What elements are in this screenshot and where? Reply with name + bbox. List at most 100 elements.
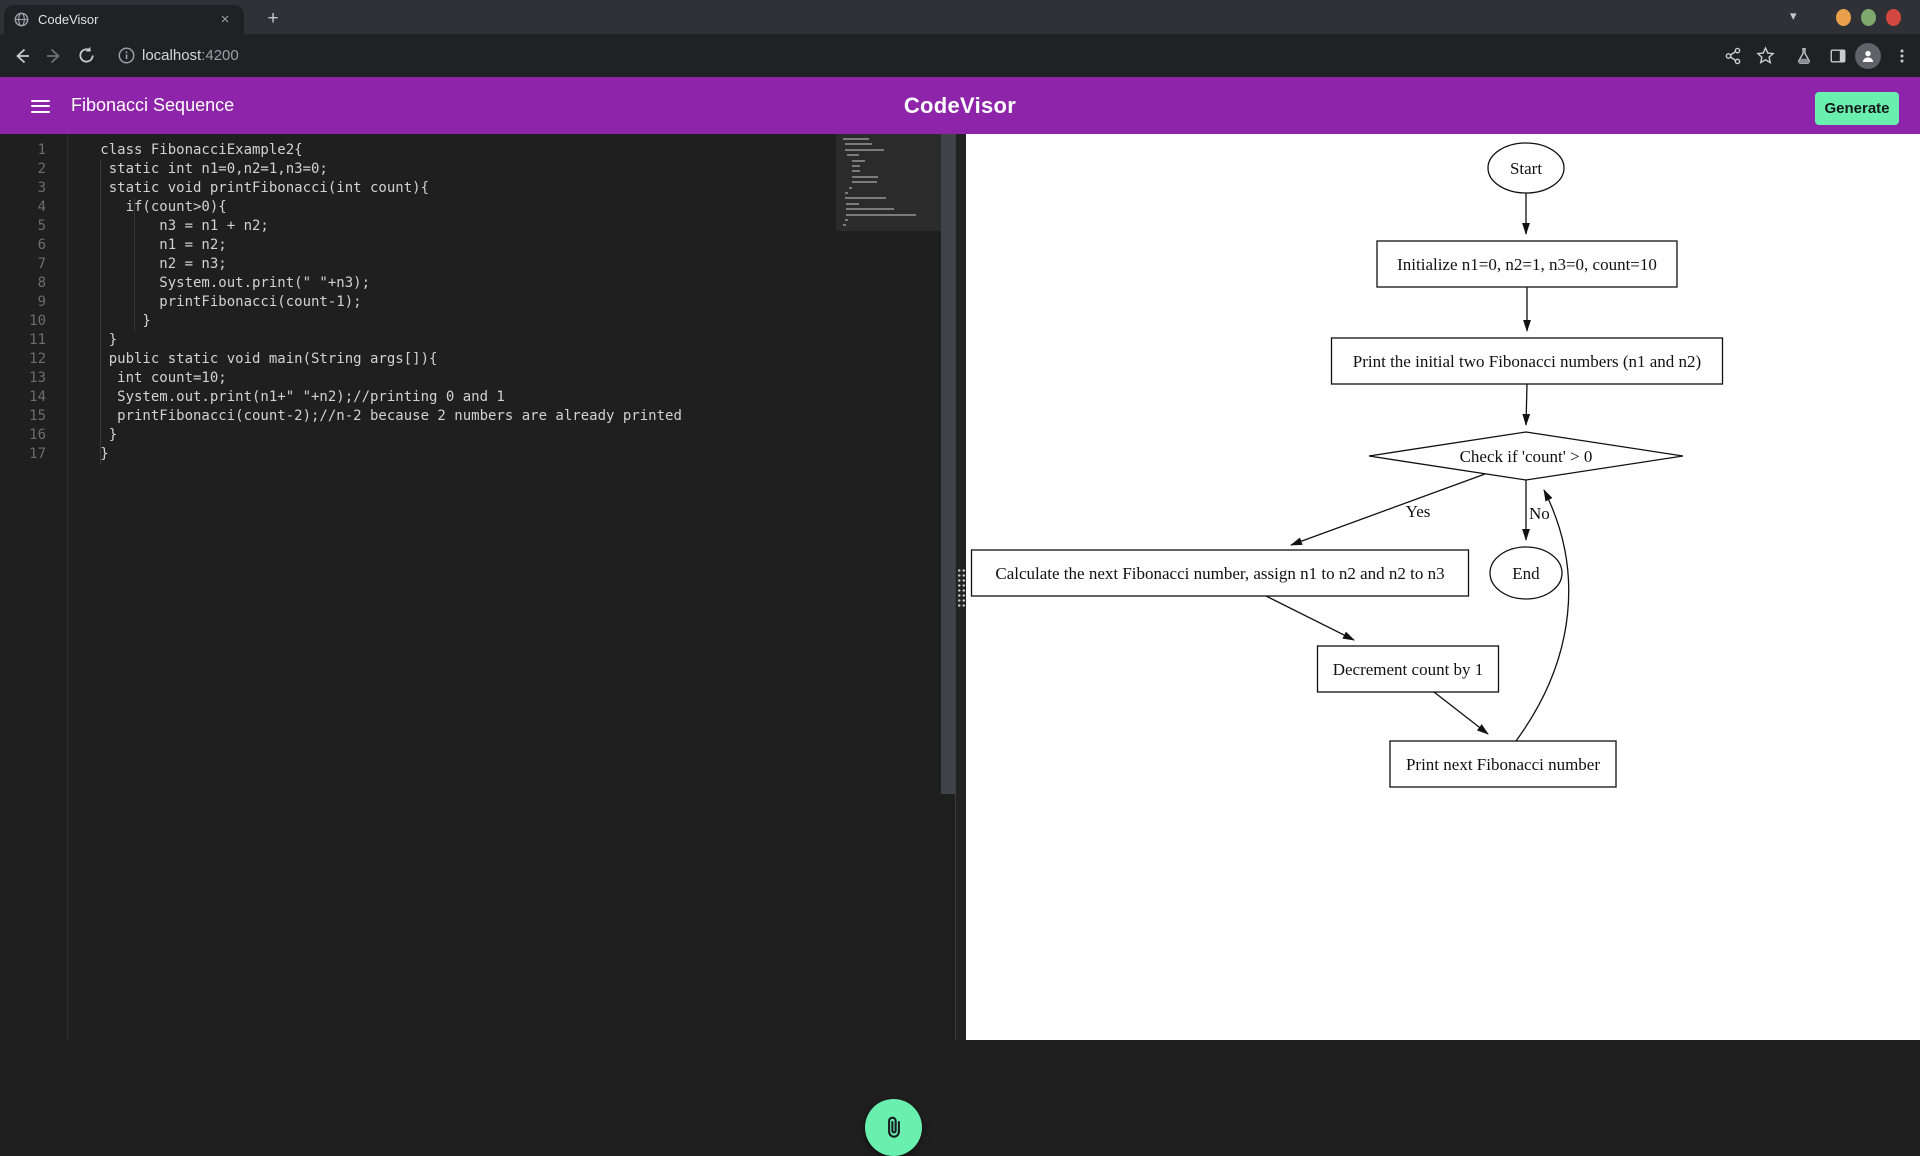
line-number: 6: [37, 237, 46, 253]
extension-flask-icon[interactable]: [1790, 34, 1818, 77]
flowchart-node-check: [1368, 431, 1684, 481]
code-line[interactable]: 13 int count=10;: [0, 369, 830, 388]
flowchart-node-label-printnext: Print next Fibonacci number: [1406, 755, 1600, 774]
code-line[interactable]: 6 n1 = n2;: [0, 236, 830, 255]
line-text: }: [75, 332, 118, 348]
line-number: 17: [29, 446, 46, 462]
code-line[interactable]: 16 }: [0, 426, 830, 445]
code-line[interactable]: 17 }: [0, 445, 830, 464]
site-info-icon[interactable]: [112, 34, 140, 77]
line-number: 15: [29, 408, 46, 424]
new-tab-button[interactable]: +: [267, 8, 279, 29]
url-host: localhost: [142, 47, 202, 64]
flowchart-node-init: [1376, 240, 1678, 288]
minimap-line: [845, 213, 917, 216]
flowchart-node-end: [1489, 546, 1563, 600]
minimap-line: [851, 181, 877, 184]
line-text: System.out.print(" "+n3);: [75, 275, 371, 291]
editor-scrollbar[interactable]: [941, 134, 955, 794]
pane-resize-handle[interactable]: [955, 134, 966, 1040]
minimap-line: [844, 148, 885, 151]
line-number: 5: [37, 218, 46, 234]
tab-search-chevron-icon[interactable]: ▾: [1790, 8, 1797, 23]
line-number: 13: [29, 370, 46, 386]
tab-close-icon[interactable]: ×: [220, 10, 230, 28]
line-number: 8: [37, 275, 46, 291]
line-number: 14: [29, 389, 46, 405]
flowchart-node-label-init: Initialize n1=0, n2=1, n3=0, count=10: [1397, 255, 1657, 274]
app-header: Fibonacci Sequence CodeVisor Generate: [0, 77, 1920, 134]
hamburger-menu-icon[interactable]: [31, 96, 50, 115]
line-text: }: [75, 313, 151, 329]
code-editor[interactable]: 1 class FibonacciExample2{2 static int n…: [0, 134, 955, 1156]
code-line[interactable]: 4 if(count>0){: [0, 198, 830, 217]
code-line[interactable]: 9 printFibonacci(count-1);: [0, 293, 830, 312]
back-button[interactable]: [8, 34, 36, 77]
flowchart-edge-printnext-check: [1515, 489, 1570, 742]
url-port: :4200: [201, 47, 239, 64]
forward-button[interactable]: [40, 34, 68, 77]
indent-guide: [134, 198, 135, 331]
share-icon[interactable]: [1719, 34, 1747, 77]
flowchart-edge-decrement-printnext: [1433, 691, 1489, 735]
minimap[interactable]: [836, 134, 941, 231]
code-line[interactable]: 15 printFibonacci(count-2);//n-2 because…: [0, 407, 830, 426]
line-number: 10: [29, 313, 46, 329]
window-maximize-button[interactable]: [1861, 9, 1876, 26]
line-number: 2: [37, 161, 46, 177]
code-line[interactable]: 1 class FibonacciExample2{: [0, 141, 830, 160]
line-number: 4: [37, 199, 46, 215]
flowchart-node-calc: [970, 549, 1470, 597]
generate-button[interactable]: Generate: [1815, 92, 1899, 125]
line-number: 3: [37, 180, 46, 196]
bookmark-star-icon[interactable]: [1751, 34, 1779, 77]
code-content[interactable]: 1 class FibonacciExample2{2 static int n…: [0, 141, 830, 464]
line-number: 16: [29, 427, 46, 443]
window-close-button[interactable]: [1886, 9, 1901, 26]
code-line[interactable]: 11 }: [0, 331, 830, 350]
line-text: n1 = n2;: [75, 237, 227, 253]
line-text: }: [75, 427, 118, 443]
minimap-line: [844, 143, 872, 146]
flowchart-node-label-check: Check if 'count' > 0: [1460, 447, 1593, 466]
minimap-line: [843, 138, 869, 140]
browser-tab[interactable]: CodeVisor ×: [4, 5, 244, 34]
code-line[interactable]: 2 static int n1=0,n2=1,n3=0;: [0, 160, 830, 179]
window-minimize-button[interactable]: [1836, 9, 1851, 26]
attach-file-button[interactable]: [865, 1099, 922, 1156]
side-panel-icon[interactable]: [1824, 34, 1852, 77]
reload-button[interactable]: [72, 34, 100, 77]
line-text: static void printFibonacci(int count){: [75, 180, 430, 196]
profile-avatar[interactable]: [1854, 34, 1882, 77]
code-line[interactable]: 12 public static void main(String args[]…: [0, 350, 830, 369]
code-line[interactable]: 14 System.out.print(n1+" "+n2);//printin…: [0, 388, 830, 407]
code-line[interactable]: 10 }: [0, 312, 830, 331]
indent-guide: [100, 160, 101, 464]
flowchart-node-printnext: [1389, 740, 1617, 788]
flowchart-edge-label-yes: Yes: [1406, 502, 1431, 521]
kebab-menu-icon[interactable]: [1888, 34, 1916, 77]
minimap-line: [845, 208, 895, 211]
tab-title: CodeVisor: [38, 12, 99, 27]
line-text: printFibonacci(count-2);//n-2 because 2 …: [75, 408, 682, 424]
minimap-line: [844, 192, 848, 194]
line-text: public static void main(String args[]){: [75, 351, 438, 367]
flowchart-node-label-decrement: Decrement count by 1: [1333, 660, 1484, 679]
code-line[interactable]: 8 System.out.print(" "+n3);: [0, 274, 830, 293]
code-line[interactable]: 3 static void printFibonacci(int count){: [0, 179, 830, 198]
line-number: 1: [37, 142, 46, 158]
minimap-line: [843, 224, 847, 227]
line-number: 7: [37, 256, 46, 272]
code-line[interactable]: 7 n2 = n3;: [0, 255, 830, 274]
flowchart-edge-check-calc: [1290, 473, 1486, 546]
code-line[interactable]: 5 n3 = n1 + n2;: [0, 217, 830, 236]
line-text: n3 = n1 + n2;: [75, 218, 269, 234]
line-text: class FibonacciExample2{: [75, 142, 303, 158]
line-text: n2 = n3;: [75, 256, 227, 272]
line-number: 12: [29, 351, 46, 367]
flowchart-edge-print2-check: [1522, 383, 1531, 426]
avatar-icon: [1855, 42, 1881, 69]
address-bar[interactable]: localhost:4200: [142, 34, 239, 77]
